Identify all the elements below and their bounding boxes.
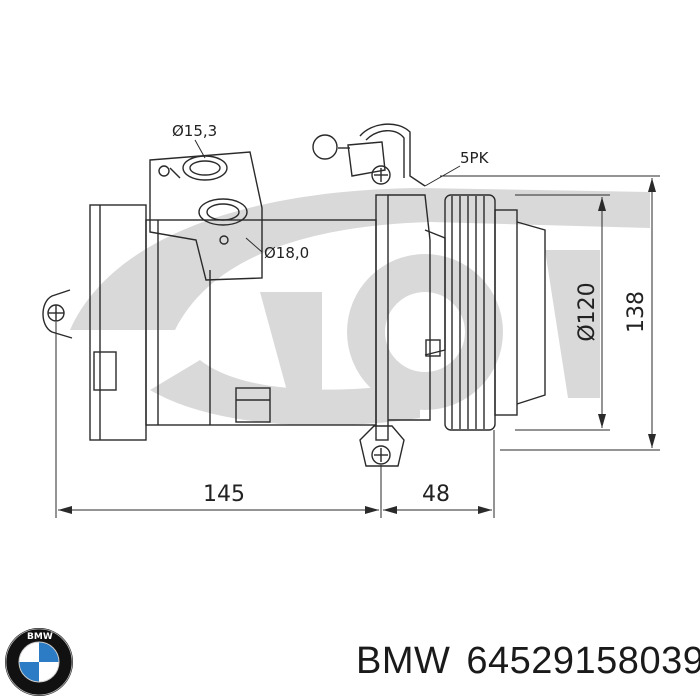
pulley-offset-label: 48 xyxy=(422,482,450,507)
product-caption: BMW 64529158039 xyxy=(356,640,700,683)
discharge-port-label: Ø18,0 xyxy=(264,244,309,262)
suction-port-label: Ø15,3 xyxy=(172,122,217,140)
overall-height-label: 138 xyxy=(624,291,649,333)
logo-ring-text: BMW xyxy=(27,632,53,642)
part-number: 64529158039 xyxy=(466,640,700,682)
belt-type-label: 5PK xyxy=(460,149,490,167)
body-length-label: 145 xyxy=(203,482,245,507)
watermark-logo xyxy=(70,188,650,426)
compressor-body xyxy=(42,123,546,467)
bmw-logo: BMW xyxy=(5,628,73,696)
pulley-diameter-label: Ø120 xyxy=(575,282,600,341)
dimension-lines xyxy=(55,139,660,518)
brand-name: BMW xyxy=(356,640,451,682)
